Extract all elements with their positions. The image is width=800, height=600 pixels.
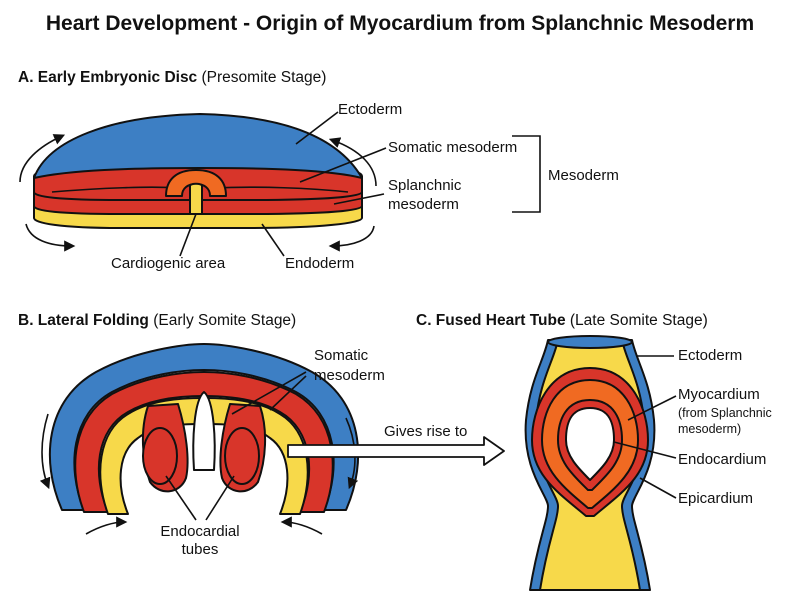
endocardial-tube-left: [142, 427, 178, 485]
heart-lumen: [565, 407, 615, 481]
ectoderm-layer: [33, 113, 363, 179]
label-ectoderm-c: Ectoderm: [678, 347, 742, 364]
panel-b-heading: B. Lateral Folding (Early Somite Stage): [18, 312, 296, 329]
fold-arrow-b-bottom-right: [280, 516, 323, 535]
mesoderm-bracket: [512, 135, 541, 213]
label-somatic-line1: Somatic: [314, 347, 369, 364]
label-myocardium-note-line2: mesoderm): [678, 422, 741, 436]
leader-somatic-b-2: [269, 375, 307, 411]
transition-arrow-shape: [287, 436, 505, 466]
leader-endocardial-right: [205, 475, 235, 521]
label-gives-rise-to: Gives rise to: [384, 423, 467, 440]
leader-ectoderm: [295, 111, 339, 145]
transition-arrow: Gives rise to: [287, 423, 505, 466]
label-endoderm-a: Endoderm: [285, 255, 354, 272]
fold-arrow-top-left: [19, 134, 66, 183]
tube-opening: [547, 335, 633, 349]
label-somatic-mesoderm-a: Somatic mesoderm: [388, 139, 517, 156]
label-cardiogenic-area: Cardiogenic area: [111, 255, 226, 272]
leader-myocardium: [627, 395, 677, 421]
label-endocardial-line1: Endocardial: [160, 523, 239, 540]
central-cleft: [192, 391, 216, 471]
fold-arrow-bottom-left: [25, 223, 76, 252]
label-myocardium-note-line1: (from Splanchnic: [678, 406, 772, 420]
panel-b: B. Lateral Folding (Early Somite Stage): [18, 312, 385, 558]
label-splanchnic-line1: Splanchnic: [388, 177, 462, 194]
fold-arrow-bottom-right: [328, 225, 375, 252]
panel-c: C. Fused Heart Tube (Late Somite Stage) …: [416, 312, 772, 591]
ectoderm-arch: [48, 343, 360, 511]
folding-embryo: [48, 343, 360, 515]
fold-arrow-b-bottom-left: [85, 516, 128, 535]
leader-endocardium: [613, 441, 677, 459]
label-endocardial-line2: tubes: [182, 541, 219, 558]
label-somatic-line2: mesoderm: [314, 367, 385, 384]
leader-splanchnic-mesoderm: [333, 193, 385, 205]
leader-cardiogenic-area: [179, 213, 197, 257]
leader-epicardium: [639, 477, 677, 499]
leader-endoderm: [261, 223, 285, 257]
cardiogenic-stalk: [189, 182, 203, 215]
leader-endocardial-left: [165, 475, 197, 521]
panel-c-heading: C. Fused Heart Tube (Late Somite Stage): [416, 312, 708, 329]
endocardial-tube-right: [224, 427, 260, 485]
fold-arrow-b-left: [39, 413, 51, 490]
heart-tube: [524, 335, 656, 591]
leader-somatic-mesoderm: [299, 147, 387, 183]
page-title: Heart Development - Origin of Myocardium…: [46, 12, 754, 35]
panel-a-heading: A. Early Embryonic Disc (Presomite Stage…: [18, 69, 326, 86]
label-endocardium: Endocardium: [678, 451, 766, 468]
fold-arrow-top-right: [328, 137, 377, 187]
leader-somatic-b-1: [231, 371, 307, 415]
label-mesoderm-group: Mesoderm: [548, 167, 619, 184]
label-ectoderm-a: Ectoderm: [338, 101, 402, 118]
embryonic-disc: [33, 113, 363, 229]
panel-a: A. Early Embryonic Disc (Presomite Stage…: [18, 69, 619, 272]
label-splanchnic-line2: mesoderm: [388, 196, 459, 213]
label-myocardium: Myocardium: [678, 386, 760, 403]
label-epicardium: Epicardium: [678, 490, 753, 507]
mesoderm-band: [74, 371, 334, 513]
